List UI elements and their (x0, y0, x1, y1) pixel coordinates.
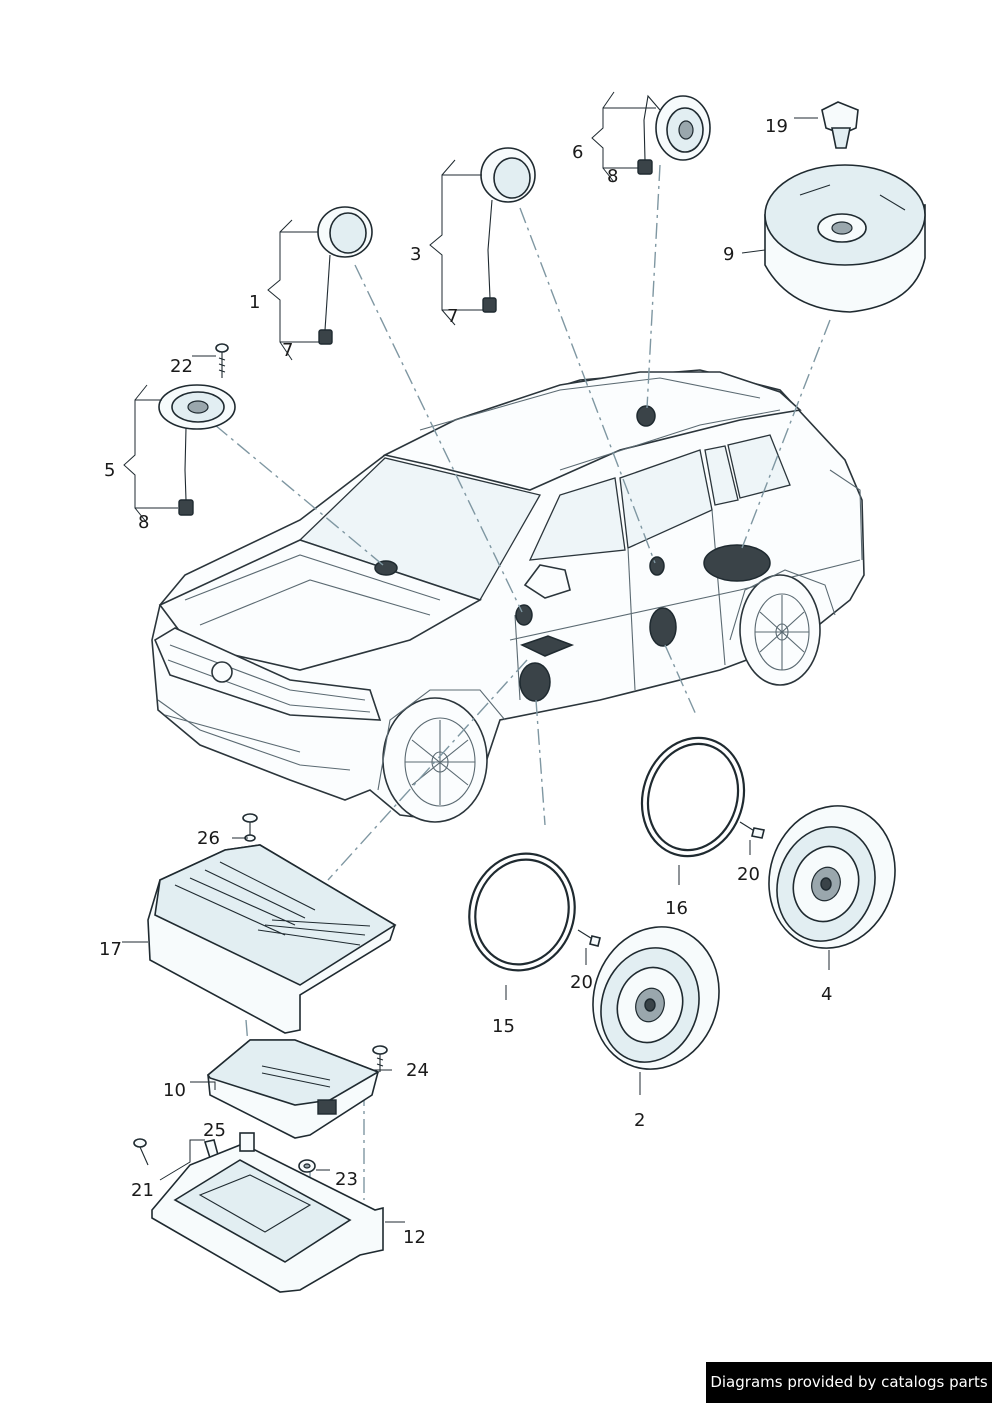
bracket-12[interactable] (151, 1132, 384, 1293)
screw-20-upper[interactable] (739, 821, 765, 839)
rear-door-tweeter-spot (649, 556, 665, 576)
screw-20-lower[interactable] (577, 929, 601, 947)
roof-speaker-spot (636, 405, 656, 427)
nut-23[interactable] (298, 1159, 316, 1173)
center-speaker-5[interactable] (158, 384, 236, 516)
door-speaker-2[interactable] (575, 910, 737, 1085)
label-22: 22 (170, 356, 193, 377)
subwoofer-spot (703, 544, 771, 582)
label-1: 1 (249, 292, 260, 313)
label-8-lower: 8 (138, 512, 149, 533)
callout-leaders (122, 91, 830, 1223)
bolt-21[interactable] (133, 1138, 149, 1166)
label-5: 5 (104, 460, 115, 481)
label-2: 2 (634, 1110, 645, 1131)
label-24: 24 (406, 1060, 429, 1081)
label-7-upper: 7 (447, 306, 458, 327)
label-20-upper: 20 (737, 864, 760, 885)
label-17: 17 (99, 939, 122, 960)
credit-banner: Diagrams provided by catalogs parts (706, 1362, 992, 1403)
screw-26[interactable] (242, 813, 258, 842)
label-21: 21 (131, 1180, 154, 1201)
label-15: 15 (492, 1016, 515, 1037)
door-speaker-4[interactable] (751, 789, 913, 964)
label-23: 23 (335, 1169, 358, 1190)
label-3: 3 (410, 244, 421, 265)
label-10: 10 (163, 1080, 186, 1101)
screw-22[interactable] (215, 343, 229, 378)
mounting-locations (374, 405, 771, 702)
vehicle-illustration (151, 369, 865, 823)
amplifier-spot (520, 635, 575, 657)
label-25: 25 (203, 1120, 226, 1141)
label-19: 19 (765, 116, 788, 137)
label-26: 26 (197, 828, 220, 849)
screw-24[interactable] (372, 1045, 388, 1072)
amplifier-cover-17[interactable] (147, 844, 397, 1034)
label-7-lower: 7 (282, 340, 293, 361)
label-16: 16 (665, 898, 688, 919)
subwoofer-9[interactable] (764, 164, 926, 313)
seal-ring-15[interactable] (454, 840, 589, 984)
dash-speaker-spot (374, 560, 398, 576)
roof-speaker-6[interactable] (637, 94, 711, 175)
fastener-19[interactable] (821, 101, 859, 149)
label-20-lower: 20 (570, 972, 593, 993)
seal-ring-16[interactable] (627, 724, 759, 869)
label-9: 9 (723, 244, 734, 265)
front-door-speaker-spot (519, 662, 551, 702)
a-pillar-spot (515, 604, 533, 626)
label-8-upper: 8 (607, 166, 618, 187)
label-4: 4 (821, 984, 832, 1005)
tweeter-1[interactable] (317, 206, 373, 345)
tweeter-3[interactable] (480, 147, 536, 313)
part-numbers: 1 2 3 4 5 6 7 7 8 8 9 10 12 15 16 17 19 … (99, 116, 832, 1248)
rear-door-speaker-spot (649, 607, 677, 647)
amplifier-10[interactable] (206, 1039, 380, 1139)
label-6: 6 (572, 142, 583, 163)
label-12: 12 (403, 1227, 426, 1248)
